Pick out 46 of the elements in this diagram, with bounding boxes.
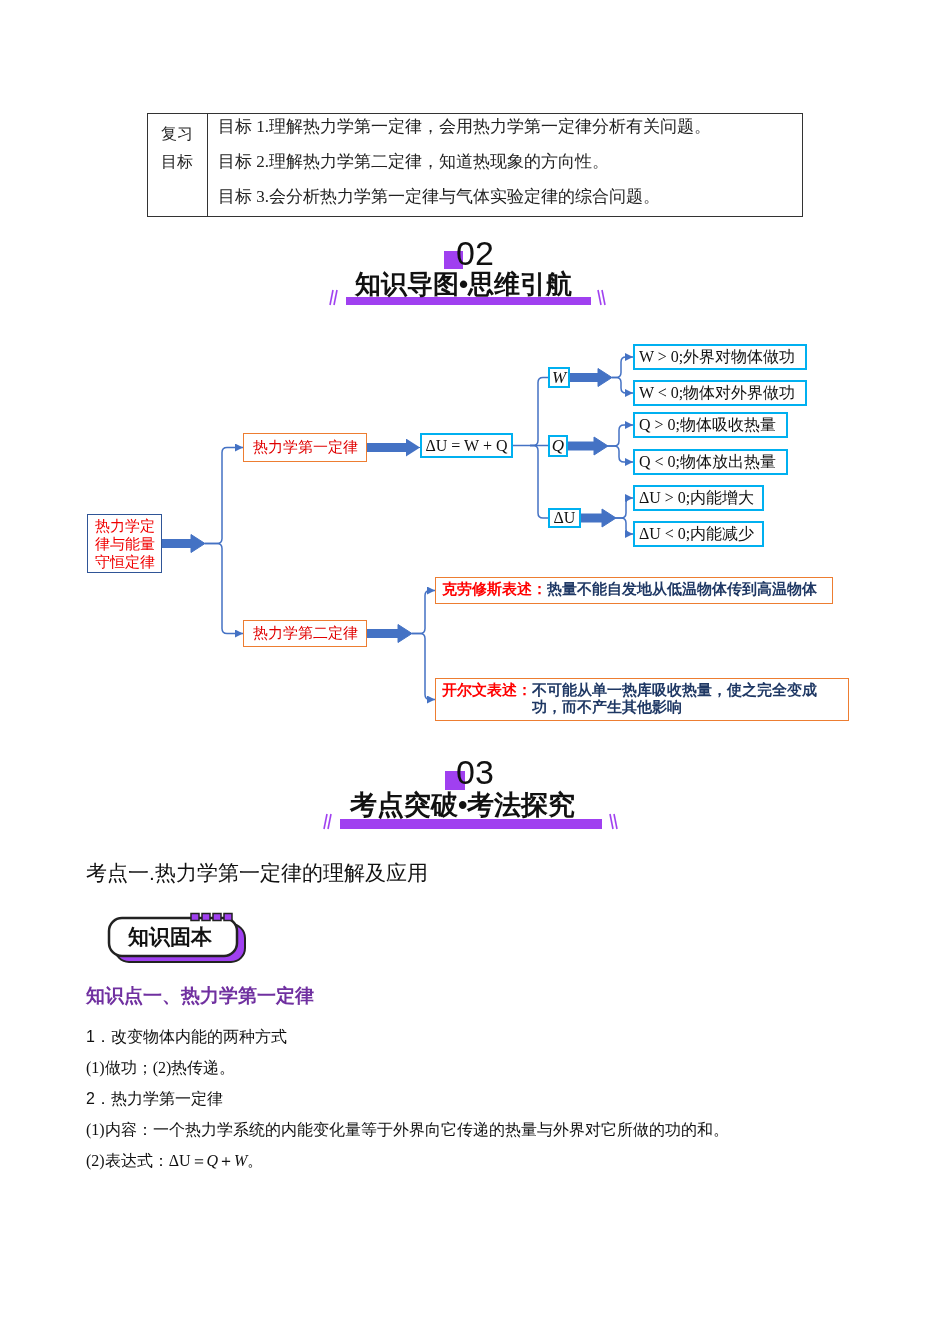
bracket-line bbox=[611, 376, 634, 397]
law-box: 热力学第一定律 bbox=[243, 433, 367, 462]
bracket-line bbox=[204, 542, 244, 638]
section-number: 03 bbox=[456, 757, 494, 787]
section-title: 考点突破•考法探究 bbox=[350, 792, 576, 819]
statement-heading: 开尔文表述： bbox=[442, 682, 532, 699]
list-heading: 1．改变物体内能的两种方式 bbox=[86, 1027, 287, 1047]
condition-box: Q > 0;物体吸收热量 bbox=[633, 412, 788, 438]
statement-text: 热量不能自发地从低温物体传到高温物体 bbox=[547, 581, 818, 598]
block-arrow bbox=[569, 368, 613, 387]
bracket-line bbox=[615, 517, 634, 538]
condition-box: Q < 0;物体放出热量 bbox=[633, 449, 788, 475]
statement-box bbox=[435, 577, 833, 604]
list-heading: 2．热力学第一定律 bbox=[86, 1089, 223, 1109]
condition-box: W > 0;外界对物体做功 bbox=[633, 344, 807, 370]
condition-box: ΔU > 0;内能增大 bbox=[633, 485, 764, 511]
goal-text: 目标 3.会分析热力学第一定律与气体实验定律的综合问题。 bbox=[218, 186, 660, 208]
bracket-line bbox=[529, 444, 549, 519]
condition-box: ΔU < 0;内能减少 bbox=[633, 521, 764, 547]
condition-box: W < 0;物体对外界做功 bbox=[633, 380, 807, 406]
table-header-text: 复习目标 bbox=[161, 124, 194, 172]
formula-box: ΔU = W + Q bbox=[420, 433, 513, 458]
section-title: 知识导图•思维引航 bbox=[355, 271, 573, 297]
block-arrow bbox=[580, 508, 617, 528]
formula-box: ΔU bbox=[548, 508, 581, 528]
topic-heading: 考点一.热力学第一定律的理解及应用 bbox=[86, 861, 428, 885]
body-text: (1)内容：一个热力学系统的内能变化量等于外界向它传递的热量与外界对它所做的功的和。 bbox=[86, 1120, 729, 1140]
block-arrow bbox=[366, 624, 413, 643]
block-arrow bbox=[567, 436, 609, 456]
bracket-line bbox=[607, 445, 634, 466]
law-box: 热力学第二定律 bbox=[243, 620, 367, 647]
statement-text: 不可能从单一热库吸收热量，使之完全变成功，而不产生其他影响 bbox=[532, 682, 818, 716]
body-text: (2)表达式：ΔU＝Q＋W。 bbox=[86, 1151, 264, 1171]
block-arrow bbox=[161, 534, 206, 553]
knowledge-point-heading: 知识点一、热力学第一定律 bbox=[86, 985, 314, 1007]
goal-text: 目标 1.理解热力学第一定律，会用热力学第一定律分析有关问题。 bbox=[218, 116, 711, 138]
symbol-box: Q bbox=[548, 435, 568, 457]
body-text: (1)做功；(2)热传递。 bbox=[86, 1058, 236, 1078]
statement-box bbox=[435, 678, 849, 721]
topic-box: 热力学定律与能量守恒定律 bbox=[87, 514, 162, 573]
block-arrow bbox=[366, 438, 421, 457]
symbol-box: W bbox=[548, 367, 570, 388]
statement-heading: 克劳修斯表述： bbox=[442, 581, 547, 598]
section-number: 02 bbox=[456, 238, 494, 268]
goal-text: 目标 2.理解热力学第二定律，知道热现象的方向性。 bbox=[218, 151, 609, 173]
bracket-line bbox=[411, 632, 436, 704]
